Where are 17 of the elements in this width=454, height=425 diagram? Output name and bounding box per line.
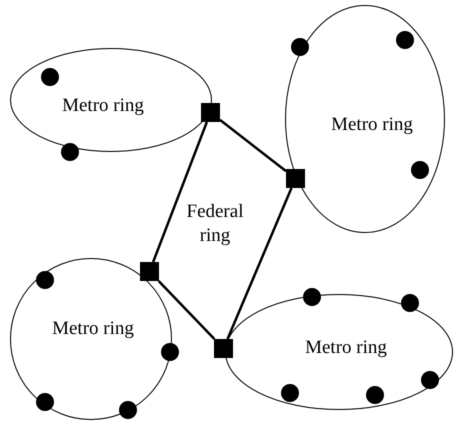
node-square	[286, 169, 305, 188]
metro-ring-ellipse	[285, 5, 445, 233]
ring-label: Metro ring	[330, 114, 414, 136]
node-square	[140, 262, 159, 281]
ring-link	[152, 122, 208, 262]
ring-label: Metro ring	[304, 337, 388, 359]
metro-ring-ellipse	[10, 258, 172, 420]
metro-ring-ellipse	[10, 48, 212, 152]
ring-label: Metro ring	[61, 95, 145, 117]
metro-ring-ellipse	[225, 294, 453, 410]
ring-link	[226, 188, 293, 340]
ring-label: Metro ring	[51, 318, 135, 340]
ring-link	[219, 118, 287, 172]
node-square	[214, 339, 233, 358]
ring-link	[158, 280, 216, 340]
federal-ring-label: Federal ring	[186, 200, 244, 248]
node-square	[201, 103, 220, 122]
